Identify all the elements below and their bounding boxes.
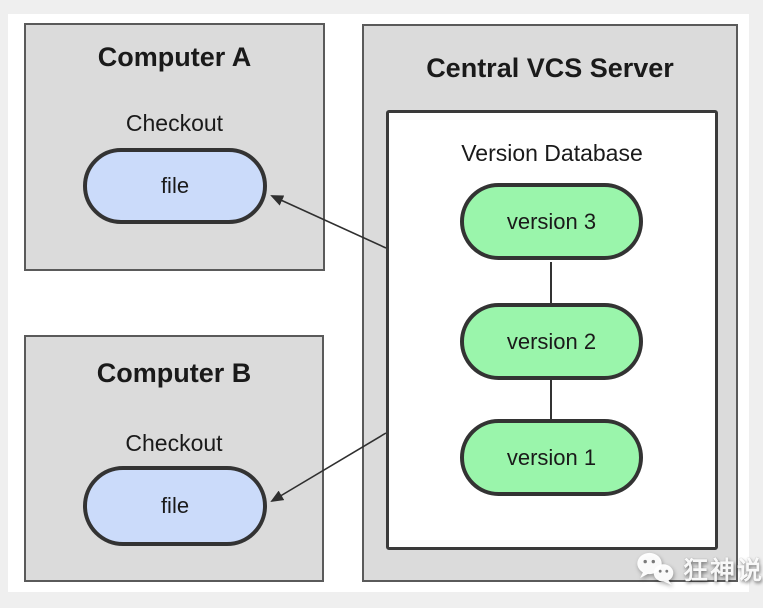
version-database-title: Version Database [461,140,643,166]
version-1-label: version 1 [506,444,597,470]
computer-a-file-node: file [83,148,267,224]
version-connector-2-1 [550,379,552,419]
computer-a-title: Computer A [97,42,252,72]
computer-a-checkout-label: Checkout [125,110,224,136]
version-1-node: version 1 [460,419,643,496]
computer-b-file-node: file [83,466,267,546]
central-vcs-server-title: Central VCS Server [426,53,674,83]
computer-b-title: Computer B [96,358,252,388]
computer-a-file-label: file [160,173,190,198]
watermark: 狂神说 [636,551,763,587]
computer-b-file-label: file [160,493,190,518]
central-vcs-server-box: Central VCS Server Version Database vers… [362,24,738,582]
computer-a-box: Computer A Checkout file [24,23,325,271]
version-3-node: version 3 [460,183,643,260]
wechat-icon [637,552,674,585]
computer-b-box: Computer B Checkout file [24,335,324,582]
version-2-label: version 2 [506,328,597,354]
version-database-box: Version Database version 3 version 2 ver… [386,110,718,550]
version-3-label: version 3 [506,208,597,234]
watermark-text: 狂神说 [683,557,763,585]
version-connector-3-2 [550,262,552,303]
computer-b-checkout-label: Checkout [125,430,223,456]
version-2-node: version 2 [460,303,643,380]
